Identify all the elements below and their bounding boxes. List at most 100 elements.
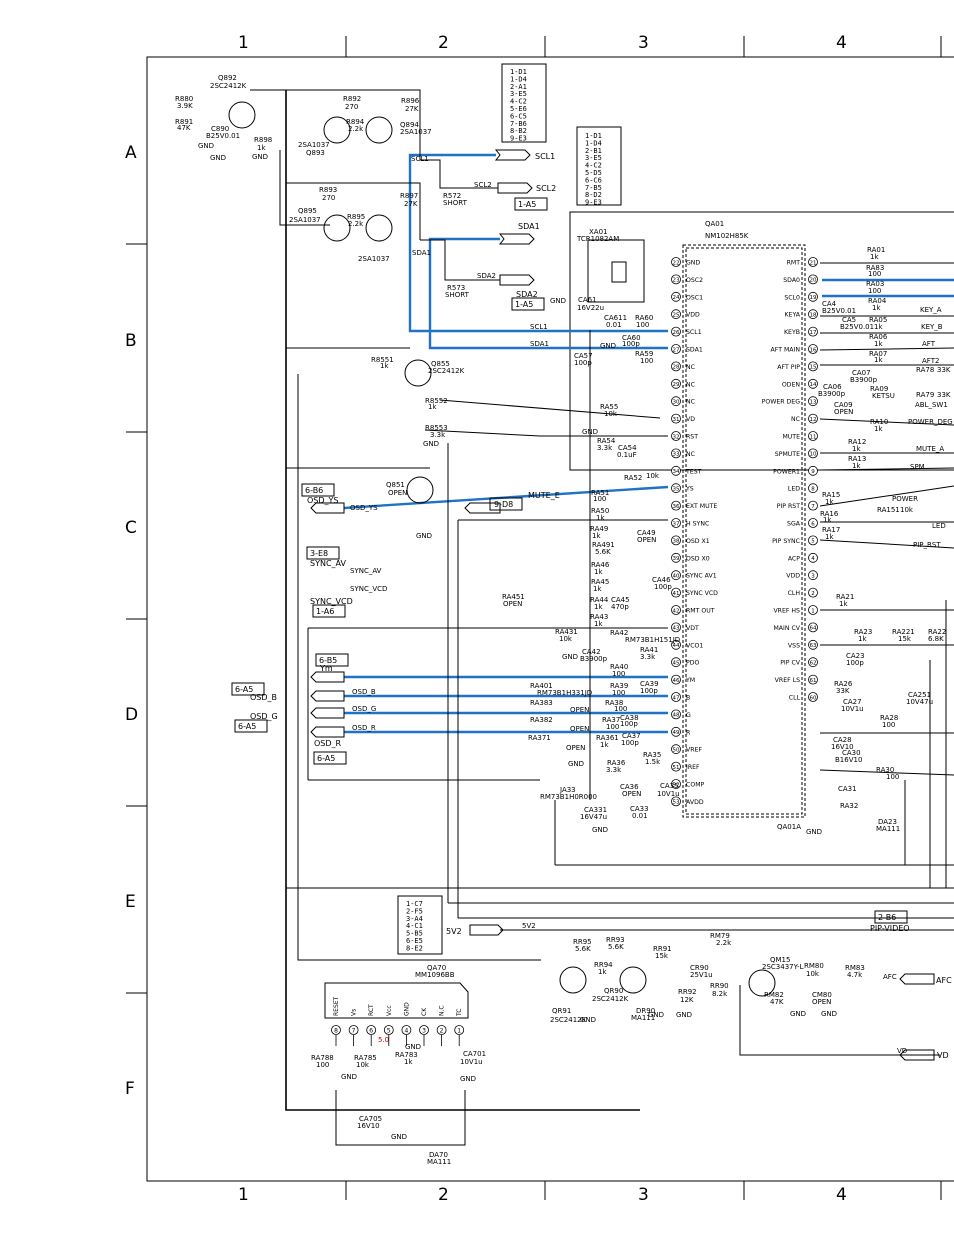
ca5-val: B25V0.01 — [840, 323, 874, 331]
r895-val: 2.2k — [348, 220, 364, 228]
ic-pin-name: RMT OUT — [686, 608, 715, 615]
conn-scl2-ref-box — [514, 197, 548, 211]
r891-ref: R891 — [175, 118, 193, 126]
svg-text:GND: GND — [600, 342, 616, 350]
ca331-ref: CA331 — [584, 806, 607, 814]
r892-ref: R892 — [343, 95, 361, 103]
ra35-ref: RA35 — [643, 751, 661, 759]
ic-pin-name: GND — [686, 260, 700, 267]
q894-part: 2SA1037 — [400, 128, 432, 136]
ra40-val: 100 — [612, 670, 625, 678]
conn-osd-g: OSD_G — [250, 712, 278, 721]
r896-ref: R896 — [401, 97, 420, 105]
ic-pin-number: 44 — [673, 643, 680, 649]
q851-ref: Q851 — [386, 481, 405, 489]
svg-text:GND: GND — [550, 297, 566, 305]
rb552-val: 1k — [428, 403, 437, 411]
ref-table-entry: 2-F5 — [406, 907, 423, 915]
grid-col-1-bottom: 1 — [238, 1185, 249, 1205]
ic-pin-name: VDD — [686, 312, 700, 319]
conn-ym: Ym — [319, 664, 333, 673]
reset-ic-voltage: 5.0 — [378, 1036, 389, 1044]
grid-row-a: A — [125, 143, 137, 163]
ca61-ref: CA61 — [578, 296, 597, 304]
r895-ref: R895 — [347, 213, 365, 221]
ic-pin-name: KEYA — [785, 312, 801, 319]
ref-table-entry: 9-E3 — [585, 199, 602, 207]
net-scl2: SCL2 — [474, 181, 492, 189]
ic-pin-name: YM — [685, 677, 695, 684]
r880-val: 3.9K — [177, 102, 193, 110]
net-spm: SPM — [910, 463, 925, 471]
ca27-ref: CA27 — [843, 698, 862, 706]
ref-table-entry: 4-C2 — [585, 162, 602, 170]
grid-col-2-bottom: 2 — [438, 1185, 449, 1205]
ic-pin-name: AVDD — [686, 799, 704, 806]
ca331-val: 16V47u — [580, 813, 607, 821]
r897-val: 27K — [404, 200, 418, 208]
svg-text:GND: GND — [198, 142, 214, 150]
reset-ic-pin-number: 5 — [387, 1028, 391, 1035]
ca36-val: OPEN — [622, 790, 641, 798]
ra44-val: 1k — [594, 603, 603, 611]
ic-pin-name: VREF HS — [773, 608, 800, 615]
ca705-val: 16V10 — [357, 1122, 380, 1130]
ra382-val: OPEN — [570, 725, 589, 733]
ground-labels: GND GND GND GND GND GND GND GND GND GND … — [198, 142, 837, 1141]
svg-text:GND: GND — [210, 154, 226, 162]
r572-val: SHORT — [443, 199, 468, 207]
ic-pin-name: VDD — [786, 573, 800, 580]
net-abl-sw1: ABL_SW1 — [915, 401, 948, 409]
ca31-ref: CA31 — [838, 785, 857, 793]
reset-ic-pin-2: N.C2 — [436, 1005, 447, 1046]
ca57-val: 100p — [574, 359, 592, 367]
ra78-val: 33K — [937, 366, 951, 374]
ra49-ref: RA49 — [590, 525, 608, 533]
ra23-val: 1k — [858, 635, 867, 643]
ic-part: NM102H85K — [705, 232, 749, 240]
ic-pin-name: COMP — [686, 782, 705, 789]
ra383-ref: RA383 — [530, 699, 553, 707]
svg-text:GND: GND — [391, 1133, 407, 1141]
reset-ic-part: MM1096BB — [415, 971, 455, 979]
svg-text:GND: GND — [592, 826, 608, 834]
ic-pin-name: SDA0 — [783, 277, 800, 284]
reset-ic-ref: QA70 — [427, 964, 446, 972]
ra13-val: 1k — [852, 462, 861, 470]
ca60-val: 100p — [622, 340, 640, 348]
scl1-ref-table: 1-D11-D42-A13-E54-C25-E66-C57-B68-B29-E3 — [510, 68, 527, 143]
ic-pin-number: 7 — [811, 504, 815, 510]
main-ic-enclosure — [569, 211, 954, 471]
rr92-val: 12K — [680, 996, 694, 1004]
ic-pin-number: 39 — [673, 556, 680, 562]
ra151-ref: RA151 — [877, 506, 900, 514]
ra06-ref: RA06 — [869, 333, 888, 341]
ra01-ref: RA01 — [867, 246, 885, 254]
ca09-ref: CA09 — [834, 401, 853, 409]
ra42-ref: RA42 — [610, 629, 628, 637]
ra371-val: OPEN — [566, 744, 585, 752]
ra51-ref: RA51 — [591, 489, 609, 497]
ca49-val: OPEN — [637, 536, 656, 544]
q851-part: OPEN — [388, 489, 407, 497]
net-power: POWER — [892, 495, 918, 503]
ca46-val: 100p — [654, 583, 672, 591]
ra36-val: 3.3k — [606, 766, 622, 774]
ic-pin-name: SPMUTE — [775, 451, 800, 458]
conn-osd-r-ref-box — [313, 751, 347, 765]
ra55-ref: RA55 — [600, 403, 618, 411]
ic-pin-name: SYNC AV1 — [686, 573, 717, 580]
ic-pin-name: IREF — [686, 764, 700, 771]
c890-ref: C890 — [211, 125, 229, 133]
cr90-val: 25V1u — [690, 971, 713, 979]
